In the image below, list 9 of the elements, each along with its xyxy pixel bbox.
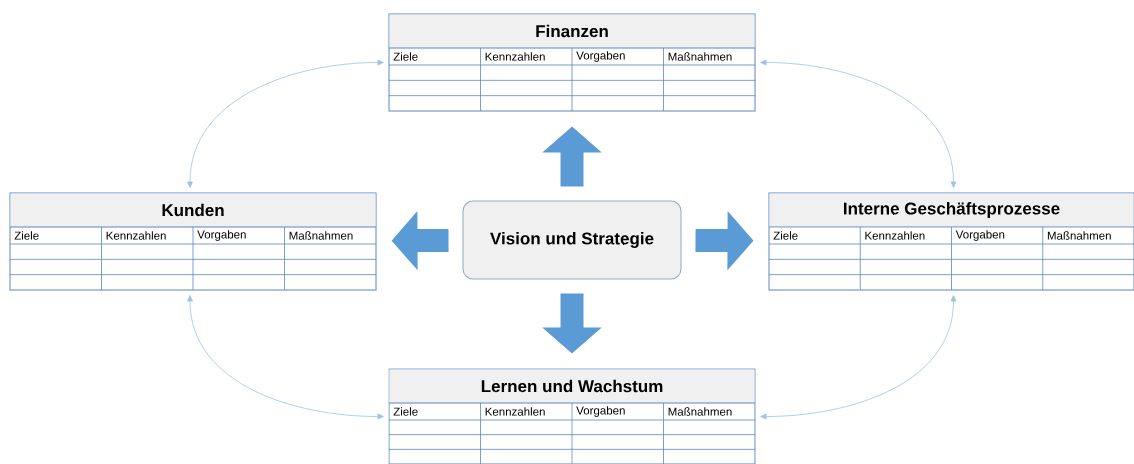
table: Interne Geschäftsprozesse Ziele Kennzahlen Vorgaben Maßnahmen: [768, 192, 1134, 291]
rounded-box: Vision und Strategie: [462, 200, 682, 280]
arrow: [187, 59, 384, 188]
arrow: [187, 295, 384, 420]
table: Finanzen Ziele Kennzahlen Vorgaben Maßnahmen: [388, 13, 756, 112]
table: Lernen und Wachstum Ziele Kennzahlen Vorgaben Maßnahmen: [388, 368, 756, 464]
table: Kunden Ziele Kennzahlen Vorgaben Maßnahmen: [9, 192, 377, 291]
arrow: [760, 295, 957, 420]
arrow: [760, 59, 957, 188]
